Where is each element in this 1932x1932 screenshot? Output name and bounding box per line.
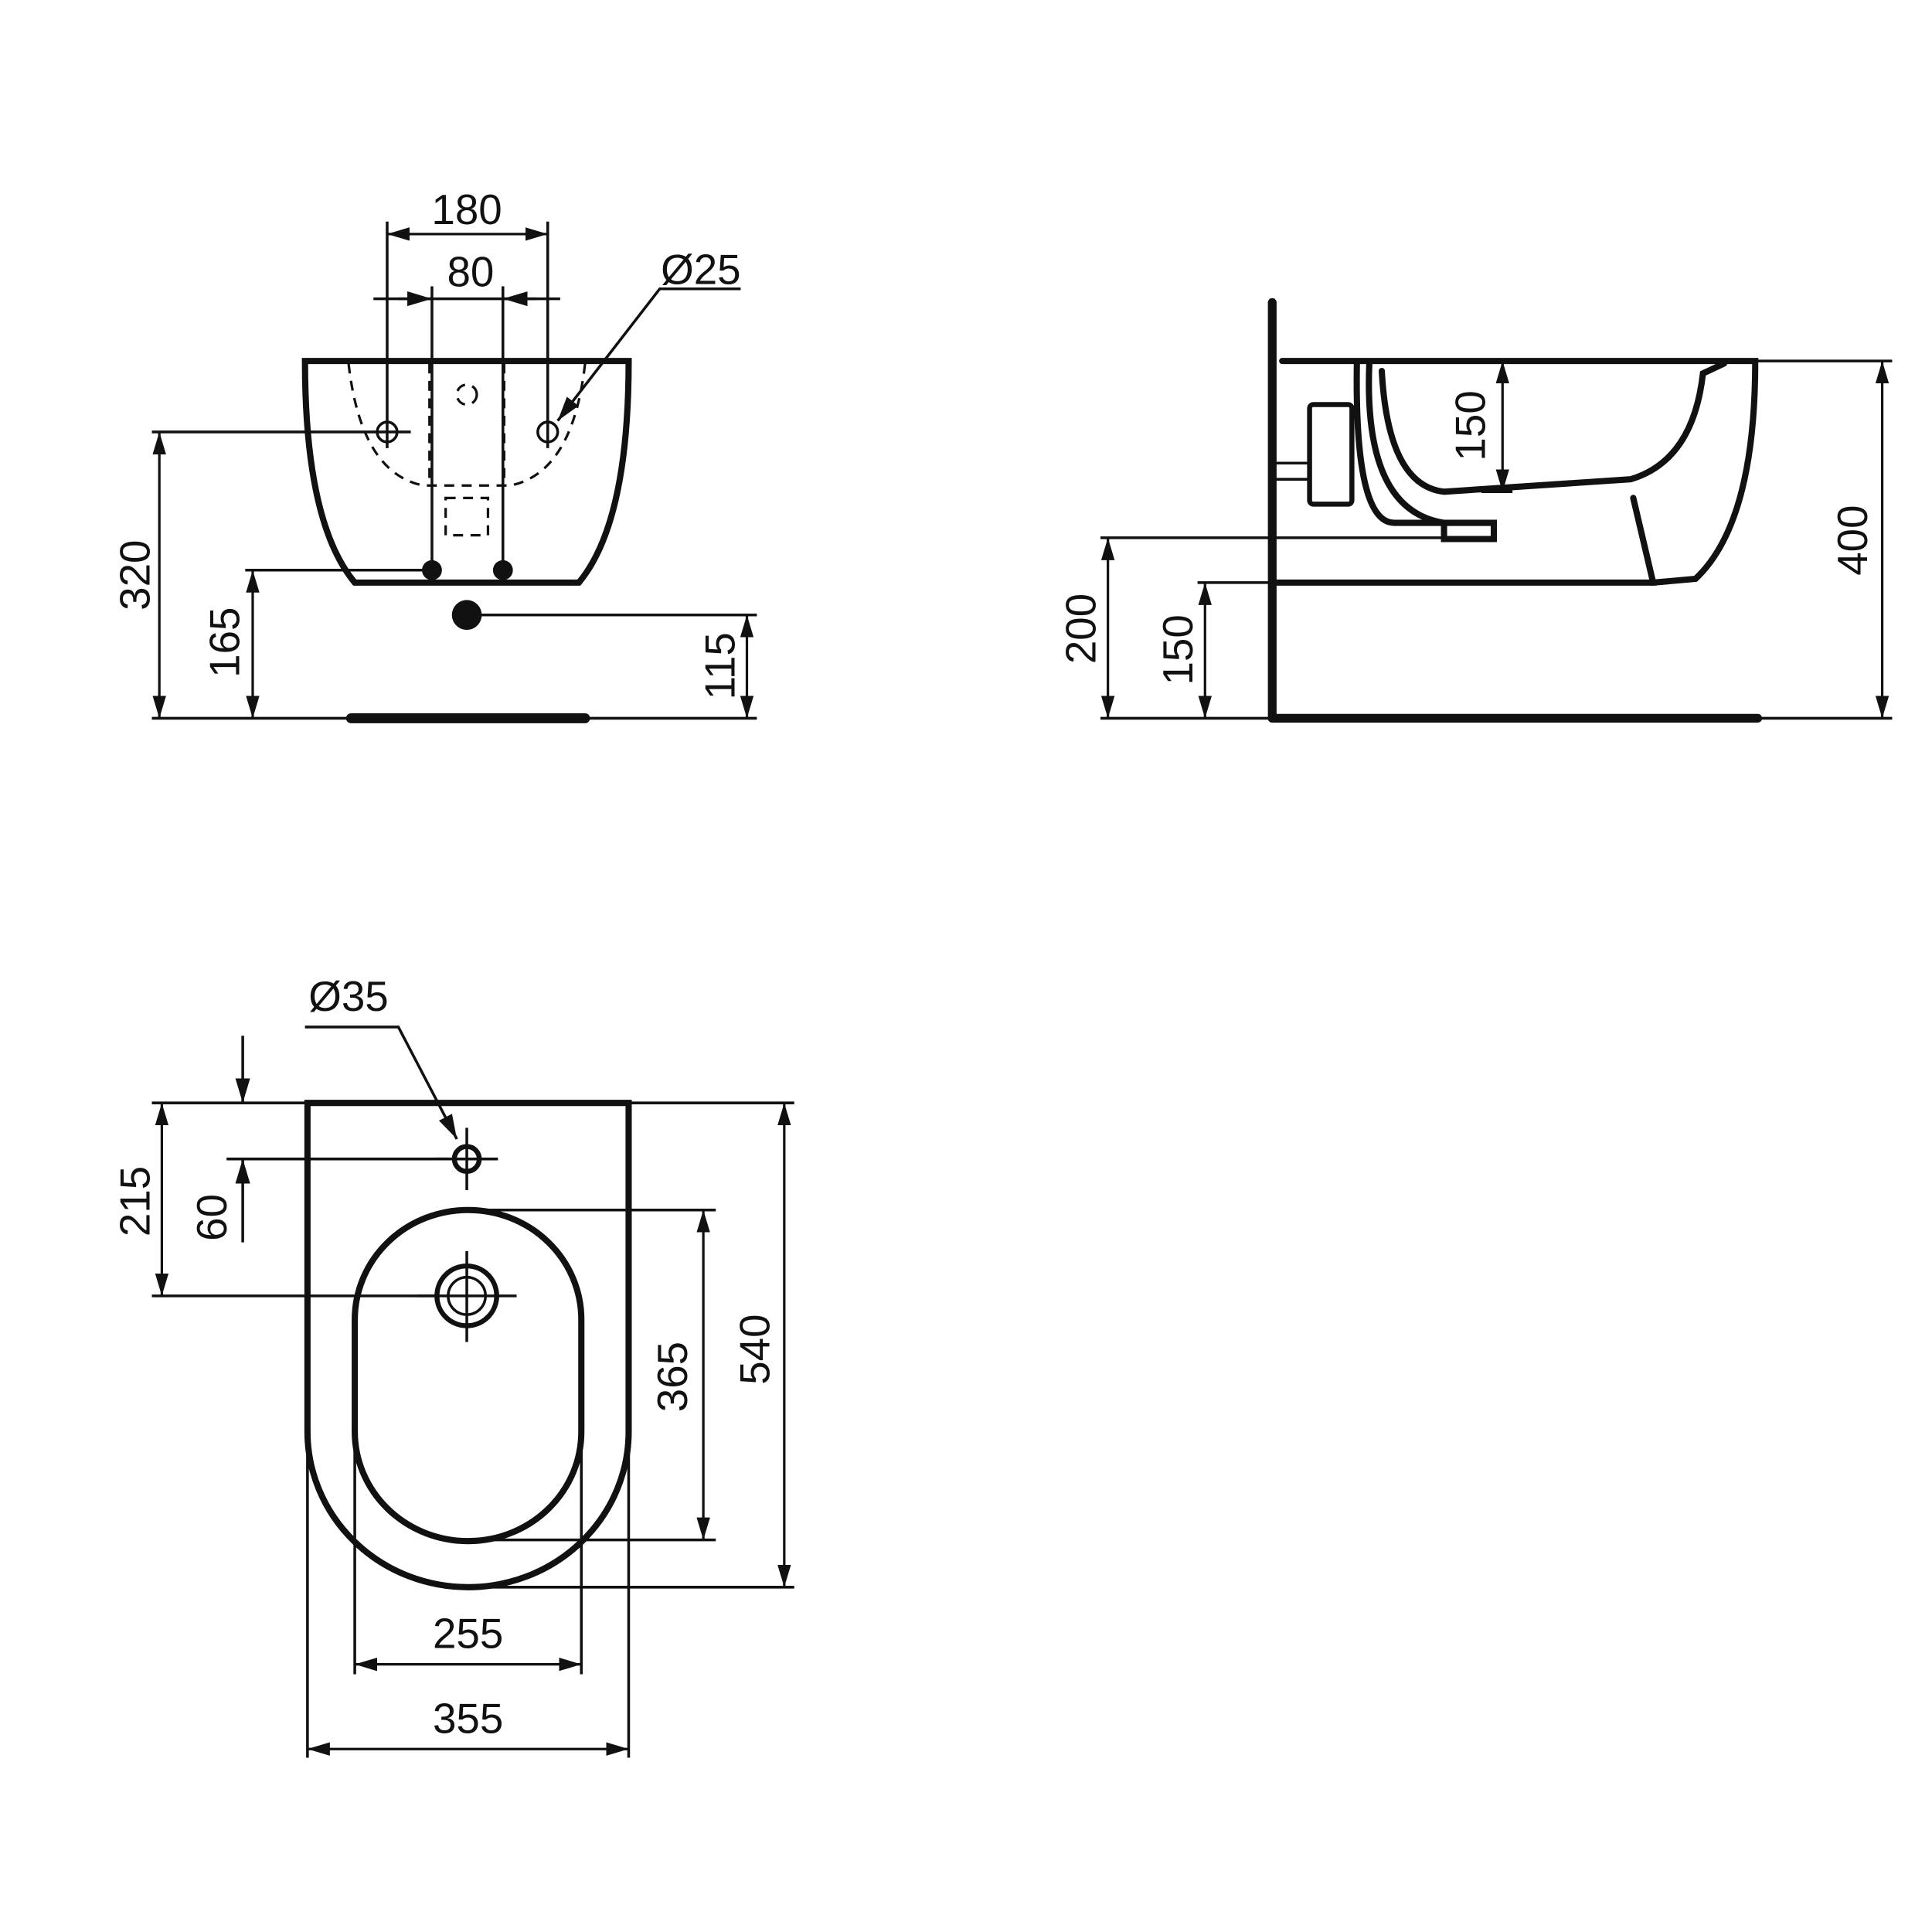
dim-400: 400 — [1828, 505, 1876, 575]
dim-320: 320 — [111, 540, 158, 611]
wall-bracket — [1307, 402, 1355, 507]
top-view: Ø35 215 60 365 540 255 355 — [111, 972, 794, 1758]
dim-115: 115 — [696, 632, 743, 699]
overflow-hole — [455, 383, 478, 406]
bowl-inner-hidden — [347, 363, 587, 487]
bowl-inner — [1366, 360, 1728, 543]
side-view: 150 400 200 150 — [1057, 298, 1893, 723]
dim-165: 165 — [200, 607, 248, 678]
dim-150-bottom: 150 — [1154, 614, 1202, 685]
front-view: 180 80 Ø25 320 165 115 — [111, 185, 757, 723]
dim-355: 355 — [433, 1694, 503, 1742]
bidet-outline — [1269, 358, 1759, 587]
dim-d35: Ø35 — [308, 972, 389, 1020]
dim-d25: Ø25 — [661, 245, 741, 293]
dim-80: 80 — [447, 247, 494, 295]
dim-180: 180 — [431, 185, 502, 233]
dim-540: 540 — [730, 1314, 778, 1384]
dim-150-bowl: 150 — [1447, 390, 1495, 461]
dim-200: 200 — [1057, 594, 1105, 664]
waste-outlet-hidden — [444, 496, 490, 537]
bowl-outline — [301, 358, 632, 586]
dim-215: 215 — [111, 1166, 158, 1236]
dim-255: 255 — [433, 1610, 503, 1658]
dim-365: 365 — [648, 1342, 696, 1412]
dim-60: 60 — [188, 1194, 236, 1241]
